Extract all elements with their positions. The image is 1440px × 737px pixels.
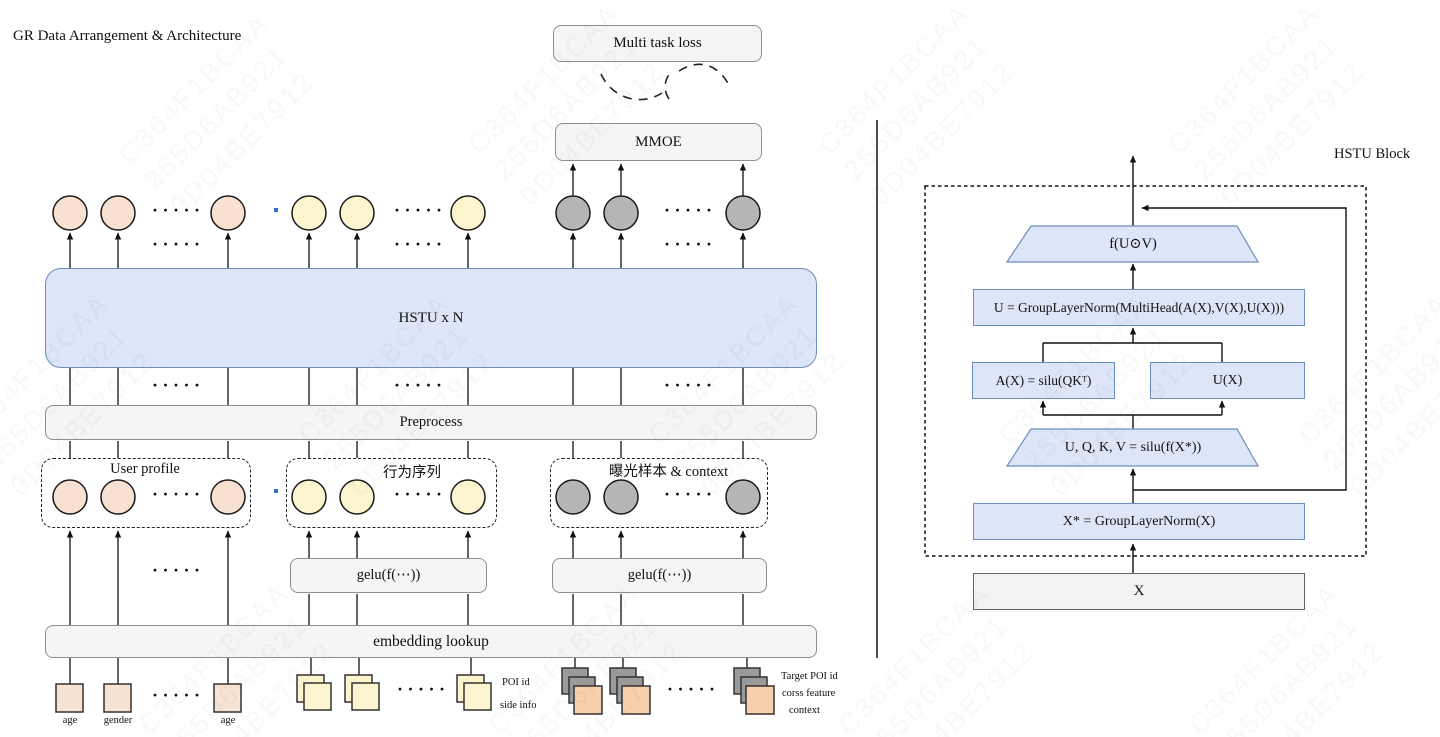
- ux-label: U(X): [1212, 372, 1243, 388]
- connector-lines-left: [66, 163, 748, 685]
- gelu-label-exposure: gelu(f(⋯)): [627, 567, 692, 583]
- ellipsis-dots: ·····: [667, 679, 720, 699]
- output-token-circles: [52, 195, 761, 231]
- group-box-exposure-context: [550, 458, 768, 528]
- mmoe-label: MMOE: [635, 133, 682, 150]
- group-title-behavior-sequence: 行为序列: [383, 465, 441, 481]
- input-label-poi-id: POI id: [502, 677, 530, 688]
- x-input-box: X: [973, 573, 1305, 610]
- ellipsis-dots: ·····: [394, 200, 447, 220]
- multi-task-loss-label: Multi task loss: [613, 35, 702, 51]
- artifact-dot: [274, 489, 278, 493]
- ellipsis-dots: ·····: [152, 484, 205, 504]
- group-layer-norm-multihead-label: U = GroupLayerNorm(MultiHead(A(X),V(X),U…: [993, 299, 1285, 315]
- x-star-group-layer-norm-box: X* = GroupLayerNorm(X): [973, 503, 1305, 540]
- x-star-group-layer-norm-label: X* = GroupLayerNorm(X): [1062, 513, 1216, 529]
- gelu-box-behavior: gelu(f(⋯)): [290, 558, 487, 593]
- ellipsis-dots: ·····: [394, 234, 447, 254]
- raw-feature-squares: [55, 667, 775, 715]
- input-label-corss-feature: corss feature: [782, 688, 836, 699]
- ellipsis-dots: ·····: [664, 200, 717, 220]
- attention-silu-box: A(X) = silu(QKᵀ): [972, 362, 1115, 399]
- ellipsis-dots: ·····: [664, 375, 717, 395]
- ellipsis-dots: ·····: [152, 375, 205, 395]
- ux-box: U(X): [1150, 362, 1305, 399]
- page-title: GR Data Arrangement & Architecture: [13, 28, 242, 44]
- ellipsis-dots: ·····: [397, 679, 450, 699]
- input-label-context: context: [789, 705, 820, 716]
- multi-task-loss-box: Multi task loss: [553, 25, 762, 62]
- preprocess-label: Preprocess: [399, 414, 463, 430]
- mmoe-box: MMOE: [555, 123, 762, 161]
- ellipsis-dots: ·····: [664, 234, 717, 254]
- preprocess-box: Preprocess: [45, 405, 817, 440]
- connector-lines-right: [1039, 155, 1347, 573]
- ellipsis-dots: ·····: [394, 375, 447, 395]
- gelu-label-behavior: gelu(f(⋯)): [356, 567, 421, 583]
- uqkv-trapezoid: [1005, 428, 1260, 467]
- f-uv-label: f(U⊙V): [1109, 235, 1157, 252]
- x-input-label: X: [1133, 583, 1145, 599]
- artifact-dot: [274, 208, 278, 212]
- input-label-age-1: age: [62, 715, 78, 726]
- input-label-age-2: age: [220, 715, 236, 726]
- hstu-block-dashed-frame: [924, 185, 1367, 557]
- embedding-lookup-box: embedding lookup: [45, 625, 817, 658]
- hstu-stack-box: HSTU x N: [45, 268, 817, 368]
- ellipsis-dots: ·····: [664, 484, 717, 504]
- group-title-exposure-context: 曝光样本 & context: [608, 464, 729, 480]
- group-box-user-profile: [41, 458, 251, 528]
- group-box-behavior-sequence: [286, 458, 497, 528]
- gelu-box-exposure: gelu(f(⋯)): [552, 558, 767, 593]
- input-token-circles: [52, 479, 761, 515]
- hstu-block-title: HSTU Block: [1334, 146, 1411, 162]
- ellipsis-dots: ·····: [152, 560, 205, 580]
- ellipsis-dots: ·····: [152, 234, 205, 254]
- loss-squiggle-connector: [600, 63, 730, 101]
- ellipsis-dots: ·····: [152, 200, 205, 220]
- input-label-side-info: side info: [500, 700, 537, 711]
- uqkv-silu-label: U, Q, K, V = silu(f(X*)): [1064, 439, 1202, 455]
- input-label-gender: gender: [103, 715, 133, 726]
- f-uv-trapezoid: [1005, 225, 1260, 263]
- group-layer-norm-multihead-box: U = GroupLayerNorm(MultiHead(A(X),V(X),U…: [973, 289, 1305, 326]
- embedding-lookup-label: embedding lookup: [373, 632, 489, 650]
- hstu-stack-label: HSTU x N: [398, 309, 464, 326]
- ellipsis-dots: ·····: [152, 685, 205, 705]
- attention-silu-label: A(X) = silu(QKᵀ): [995, 372, 1092, 388]
- group-title-user-profile: User profile: [110, 461, 180, 477]
- ellipsis-dots: ·····: [394, 484, 447, 504]
- input-label-target-poi-id: Target POI id: [781, 671, 838, 682]
